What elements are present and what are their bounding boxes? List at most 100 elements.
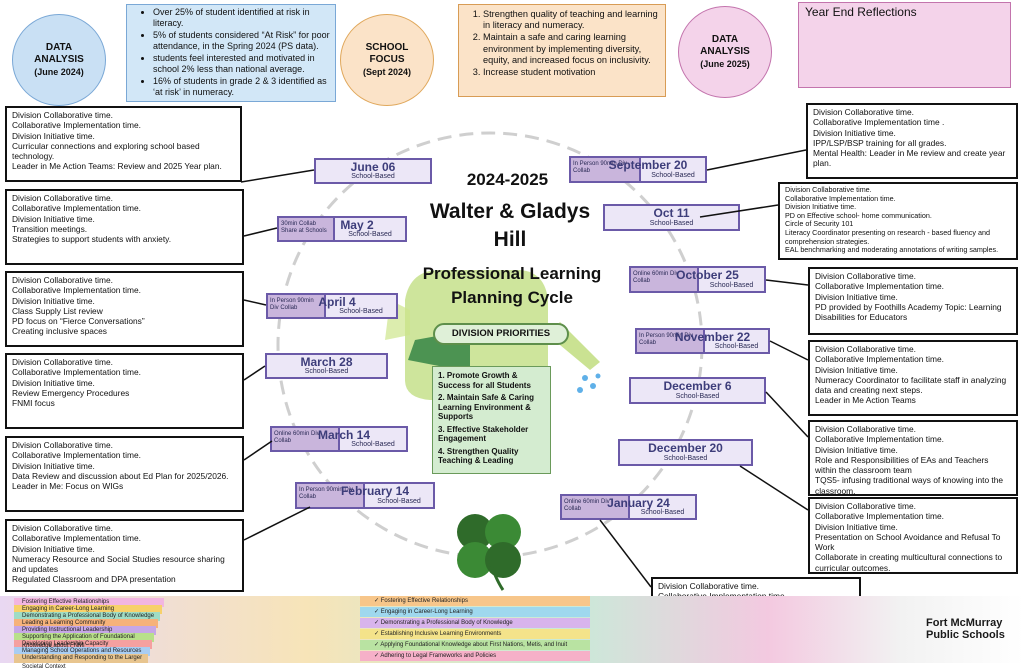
month-tag: School-Based (351, 173, 395, 180)
month-label: Oct 11 (653, 206, 690, 220)
data-analysis-2024-circle: DATA ANALYSIS (June 2024) (12, 14, 106, 106)
data-2024-list: Over 25% of student identified at risk i… (127, 5, 335, 101)
note-line: Division Collaborative time. (12, 275, 114, 285)
month-collab: Online 60min Div Collab (272, 428, 338, 450)
note-line: Mental Health: Leader in Me review and c… (813, 148, 1006, 169)
month-november-22[interactable]: In Person 90min Div Collab November 22 S… (635, 328, 770, 354)
division-priority-item: 1. Promote Growth & Success for all Stud… (438, 371, 531, 390)
data-2024-box: Over 25% of student identified at risk i… (126, 4, 336, 102)
month-march-14[interactable]: Online 60min Div Collab March 14 School-… (270, 426, 408, 452)
note-line: Collaborative Implementation time. (815, 434, 944, 445)
note-line: Role and Responsibilities of EAs and Tea… (815, 454, 989, 476)
note-line: Division Collaborative time. (785, 185, 872, 194)
month-collab: In Person 90min Div Collab (297, 484, 363, 507)
note-line: Collaborative Implementation time. (12, 450, 141, 461)
note-may-2: Division Collaborative time.Collaborativ… (5, 189, 244, 265)
ribbon-left-item: Developing Leadership Capacity (14, 640, 152, 649)
note-line: Division Collaborative time. (12, 110, 114, 120)
note-line: Collaborative Implementation time. (785, 193, 896, 203)
focus-sub: (Sept 2024) (362, 67, 412, 77)
ribbon-left-item: Engaging in Career-Long Learning (14, 605, 162, 614)
note-line: Division Initiative time. (12, 460, 95, 471)
note-line: Division Collaborative time. (815, 424, 917, 434)
ribbon-right-item: ✓ Demonstrating a Professional Body of K… (360, 618, 590, 628)
month-label: February 14 (340, 484, 410, 498)
data-2024-item: students feel interested and motivated i… (153, 53, 331, 75)
note-line: Transition meetings. (12, 223, 88, 234)
month-oct-11[interactable]: Oct 11 School-Based (603, 204, 740, 231)
ribbon-left-item: Demonstrating a Professional Body of Kno… (14, 612, 160, 621)
month-label: April 4 (318, 295, 356, 309)
note-october-25: Division Collaborative time.Collaborativ… (808, 267, 1018, 335)
note-line: Division Collaborative time. (12, 523, 114, 533)
month-june-06[interactable]: June 06 School-Based (314, 158, 432, 184)
note-december-6: Division Collaborative time.Collaborativ… (808, 420, 1018, 496)
month-label: March 28 (300, 355, 353, 369)
note-line: PD provided by Foothills Academy Topic: … (815, 301, 1002, 323)
school-focus-box: Strengthen quality of teaching and learn… (458, 4, 666, 97)
month-april-4[interactable]: In Person 90min Div Collab April 4 Schoo… (266, 293, 398, 319)
ribbon-right-list: ✓ Fostering Effective Relationships✓ Eng… (360, 596, 590, 662)
note-oct-11: Division Collaborative time.Collaborativ… (778, 182, 1018, 260)
month-december-20[interactable]: December 20 School-Based (618, 439, 753, 466)
month-may-2[interactable]: 30min Collab Share at Schools May 2 Scho… (277, 216, 407, 242)
school-focus-item: Strengthen quality of teaching and learn… (483, 9, 661, 31)
note-line: Collaborative Implementation time. (12, 285, 141, 296)
month-label: May 2 (340, 218, 374, 232)
reflections-title: Year End Reflections (805, 5, 917, 19)
note-line: Collaborative Implementation time . (813, 117, 945, 128)
note-line: EAL benchmarking and moderating annotati… (785, 245, 999, 255)
note-line: Division Initiative time. (815, 444, 898, 455)
note-september-20: Division Collaborative time.Collaborativ… (806, 103, 1018, 179)
month-tag: School-Based (709, 282, 754, 289)
note-line: Division Collaborative time. (813, 107, 915, 117)
month-february-14[interactable]: In Person 90min Div Collab February 14 S… (295, 482, 435, 509)
note-line: Collaborative Implementation time. (815, 281, 944, 292)
school-focus-list: Strengthen quality of teaching and learn… (459, 5, 665, 81)
year-title: 2024-2025 (466, 170, 549, 189)
ribbon-right-item: ✓ Establishing Inclusive Learning Enviro… (360, 629, 590, 639)
note-line: Creating inclusive spaces (12, 326, 107, 337)
note-march-14: Division Collaborative time.Collaborativ… (5, 436, 244, 512)
logo-line2: Public Schools (926, 629, 1005, 641)
note-line: PD focus on “Fierce Conversations” (12, 316, 145, 327)
month-tag: School-Based (377, 498, 421, 505)
note-line: Collaborative Implementation time. (12, 120, 141, 131)
note-june-06: Division Collaborative time.Collaborativ… (5, 106, 242, 182)
pl-title-line2: Planning Cycle (451, 288, 573, 307)
note-line: Numeracy Resource and Social Studies res… (12, 553, 225, 575)
month-tag: School-Based (351, 441, 395, 448)
pl-title-line1: Professional Learning (422, 264, 602, 283)
reflections-box: Year End Reflections (798, 2, 1011, 88)
fort-mcmurray-logo: Fort McMurray Public Schools (926, 617, 1024, 641)
data-analysis-2025-circle: DATA ANALYSIS (June 2025) (678, 6, 772, 98)
month-march-28[interactable]: March 28 School-Based (265, 353, 388, 379)
school-focus-item: Maintain a safe and caring learning envi… (483, 32, 661, 66)
data-2024-item: 16% of students in grade 2 & 3 identifie… (153, 76, 331, 98)
month-tag: School-Based (304, 368, 349, 375)
month-tag: School-Based (675, 393, 720, 400)
note-line: Division Collaborative time. (12, 440, 114, 450)
month-october-25[interactable]: Online 60min Div Collab October 25 Schoo… (629, 266, 766, 293)
note-line: Division Initiative time. (12, 295, 95, 306)
month-december-6[interactable]: December 6 School-Based (629, 377, 766, 404)
note-line: Division Collaborative time. (815, 271, 917, 281)
month-collab: 30min Collab Share at Schools (279, 218, 333, 240)
note-line: Division Initiative time. (12, 377, 95, 388)
note-line: Division Collaborative time. (12, 357, 114, 367)
ribbon-left-item: Fostering Effective Relationships (14, 598, 164, 607)
note-line: Division Initiative time. (813, 127, 896, 138)
month-collab: In Person 90min Div Collab (637, 330, 703, 352)
ribbon-right-item: ✓ Engaging in Career-Long Learning (360, 607, 590, 617)
division-priority-item: 4. Strengthen Quality Teaching & Leading (438, 446, 519, 466)
data-2024-item: Over 25% of student identified at risk i… (153, 7, 331, 29)
note-line: Leader in Me Action Teams: Review and 20… (12, 161, 222, 172)
month-september-20[interactable]: In Person 90min Div Collab September 20 … (569, 156, 707, 183)
note-line: Curricular connections and exploring sch… (12, 140, 200, 162)
note-line: FNMI focus (12, 398, 55, 409)
month-january-24[interactable]: Online 60min Div Collab January 24 Schoo… (560, 494, 697, 520)
ribbon-right-item: ✓ Applying Foundational Knowledge about … (360, 640, 590, 650)
note-line: Division Initiative time. (12, 213, 95, 224)
